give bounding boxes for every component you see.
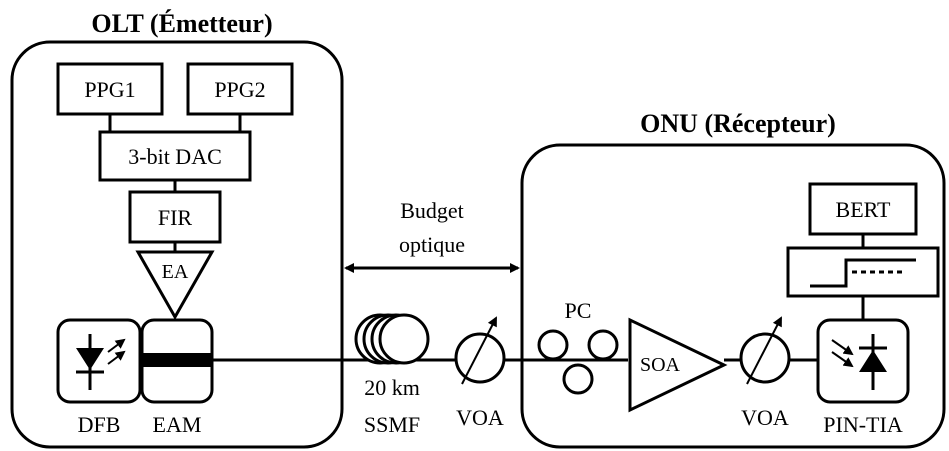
fiber-spool-icon (354, 313, 430, 365)
photodiode-icon (831, 334, 887, 390)
pin-tia-block (816, 318, 910, 404)
polarization-controller-icon (537, 329, 619, 395)
bert-block (808, 182, 918, 236)
voa1-label: VOA (456, 405, 504, 430)
pin-tia-label: PIN-TIA (823, 412, 903, 437)
budget-label-line1: Budget (400, 198, 464, 223)
pc-label: PC (565, 298, 592, 323)
soa-label: SOA (640, 354, 681, 376)
voa-attenuator-icon (454, 316, 506, 385)
ppg1-label: PPG1 (84, 77, 135, 102)
eam-label: EAM (153, 412, 202, 437)
ea-amplifier-triangle (135, 250, 215, 321)
laser-diode-icon (76, 334, 126, 390)
optical-link: Budget optique 20 km SSMF VOA (212, 198, 628, 437)
onu-section: ONU (Récepteur) PC SOA VOA PIN-TI (515, 109, 946, 449)
threshold-waveform-icon (810, 258, 916, 288)
soa-amplifier-triangle (628, 317, 728, 413)
olt-title: OLT (Émetteur) (91, 9, 272, 38)
voa2-label: VOA (741, 405, 789, 430)
dac-label: 3-bit DAC (128, 144, 222, 169)
fir-label: FIR (158, 205, 193, 230)
ppg2-block (186, 62, 294, 116)
fiber-type-label: SSMF (364, 412, 420, 437)
eam-waveguide (142, 353, 212, 367)
olt-section: OLT (Émetteur) PPG1 PPG2 3-bit DAC FIR E… (10, 9, 344, 449)
budget-label-line2: optique (399, 232, 465, 257)
ppg2-label: PPG2 (214, 77, 265, 102)
onu-title: ONU (Récepteur) (640, 109, 836, 138)
dfb-label: DFB (78, 412, 121, 437)
ppg1-block (56, 62, 164, 116)
dfb-laser-block (56, 318, 142, 404)
voa-attenuator-icon (739, 316, 791, 385)
bert-label: BERT (836, 197, 891, 222)
ea-label: EA (162, 261, 189, 283)
dac-block (98, 130, 252, 182)
fiber-length-label: 20 km (364, 375, 420, 400)
